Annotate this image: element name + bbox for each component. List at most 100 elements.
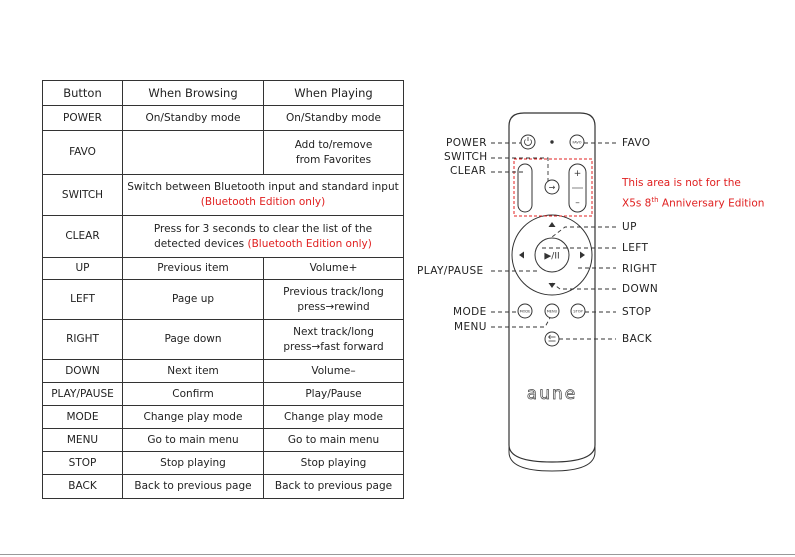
button-function-table: Button When Browsing When Playing POWER … — [42, 80, 404, 499]
leader-up — [551, 226, 616, 238]
table-row: SWITCH Switch between Bluetooth input an… — [42, 174, 404, 216]
cell-playing: Previous track/long press→rewind — [263, 279, 404, 320]
label-menu: MENU — [454, 321, 487, 333]
leader-menu — [491, 317, 551, 328]
cell-button: RIGHT — [42, 319, 123, 360]
label-favo: FAVO — [622, 137, 651, 149]
label-switch: SWITCH — [444, 151, 488, 163]
cell-playing: Volume+ — [263, 257, 404, 280]
right-arrow-icon — [580, 251, 585, 259]
brand-logo: aune — [527, 384, 577, 404]
cell-playing: On/Standby mode — [263, 105, 404, 131]
volume-key — [568, 163, 587, 213]
remote-body — [508, 112, 596, 463]
label-left: LEFT — [622, 242, 649, 254]
cell-playing-text: Previous track/long press→rewind — [283, 285, 384, 313]
arrow-icon: → — [549, 183, 556, 192]
cell-merged-note: (Bluetooth Edition only) — [247, 237, 372, 250]
label-mode: MODE — [453, 306, 487, 318]
header-button: Button — [42, 80, 123, 106]
dpad — [511, 214, 593, 296]
label-back: BACK — [622, 333, 653, 345]
cell-merged-text: Press for 3 seconds to clear the list of… — [153, 222, 373, 250]
table-row: LEFT Page up Previous track/long press→r… — [42, 279, 404, 320]
mode-key-text: MODE — [520, 310, 531, 314]
cell-browsing: Previous item — [122, 257, 264, 280]
cell-playing: Stop playing — [263, 451, 404, 475]
table-row: POWER On/Standby mode On/Standby mode — [42, 105, 404, 131]
cell-button: FAVO — [42, 130, 123, 175]
table-row: BACK Back to previous page Back to previ… — [42, 474, 404, 499]
left-arrow-icon — [519, 251, 524, 259]
switch-key — [544, 179, 560, 195]
table-row: MODE Change play mode Change play mode — [42, 405, 404, 429]
cell-browsing: Back to previous page — [122, 474, 264, 499]
table-row: MENU Go to main menu Go to main menu — [42, 428, 404, 452]
up-arrow-icon — [548, 222, 556, 227]
cell-playing: Add to/remove from Favorites — [263, 130, 404, 175]
edition-note-line1: This area is not for the — [622, 177, 741, 189]
cell-playing-text: Next track/long press→fast forward — [283, 325, 384, 353]
center-key — [534, 237, 570, 273]
cell-playing-text: Add to/remove from Favorites — [294, 138, 373, 166]
stop-key-text: STOP — [573, 310, 582, 314]
led-indicator — [550, 140, 554, 144]
cell-playing: Play/Pause — [263, 382, 404, 406]
back-key — [544, 331, 560, 347]
cell-playing: Change play mode — [263, 405, 404, 429]
table-row: UP Previous item Volume+ — [42, 257, 404, 280]
cell-playing: Go to main menu — [263, 428, 404, 452]
label-clear: CLEAR — [450, 165, 487, 177]
edition-note-sup: th — [651, 196, 659, 204]
switch-clear-key — [517, 163, 533, 213]
leader-down — [551, 282, 616, 290]
cell-playing: Volume– — [263, 359, 404, 383]
cell-merged: Switch between Bluetooth input and stand… — [122, 174, 404, 216]
label-stop: STOP — [622, 306, 652, 318]
edition-note-line2: X5s 8th Anniversary Edition — [622, 192, 764, 213]
favo-key — [569, 134, 585, 150]
table-header-row: Button When Browsing When Playing — [42, 80, 404, 106]
cell-button: BACK — [42, 474, 123, 499]
cell-button: DOWN — [42, 359, 123, 383]
cell-merged-text: Switch between Bluetooth input and stand… — [127, 181, 399, 193]
menu-key — [544, 303, 560, 319]
cell-browsing: Change play mode — [122, 405, 264, 429]
mode-key — [517, 303, 533, 319]
leader-switch — [491, 157, 549, 181]
not-applicable-area — [513, 158, 593, 217]
cell-playing: Back to previous page — [263, 474, 404, 499]
table-row: PLAY/PAUSE Confirm Play/Pause — [42, 382, 404, 406]
stop-key — [570, 303, 586, 319]
favo-key-text: FAVO — [573, 141, 582, 145]
label-down: DOWN — [622, 283, 659, 295]
down-arrow-icon — [548, 283, 556, 288]
label-right: RIGHT — [622, 263, 657, 275]
label-power: POWER — [446, 137, 487, 149]
cell-button: POWER — [42, 105, 123, 131]
cell-browsing — [122, 130, 264, 175]
cell-playing: Next track/long press→fast forward — [263, 319, 404, 360]
cell-merged-note: (Bluetooth Edition only) — [200, 196, 326, 208]
cell-button: SWITCH — [42, 174, 123, 216]
plus-icon: + — [574, 169, 582, 179]
remote-bottom-cap — [508, 445, 596, 472]
header-when-browsing: When Browsing — [122, 80, 264, 106]
edition-note-suffix: Anniversary Edition — [658, 197, 765, 210]
edition-note: This area is not for the X5s 8th Anniver… — [622, 175, 764, 213]
edition-note-prefix: X5s 8 — [622, 197, 652, 210]
power-key — [520, 134, 536, 150]
table-row: STOP Stop playing Stop playing — [42, 451, 404, 475]
label-up: UP — [622, 221, 637, 233]
bottom-rule — [0, 554, 795, 555]
minus-icon: – — [575, 198, 580, 208]
cell-browsing: Page up — [122, 279, 264, 320]
label-play-pause: PLAY/PAUSE — [417, 265, 484, 277]
play-pause-icon: ▶/II — [544, 252, 559, 262]
table-row: DOWN Next item Volume– — [42, 359, 404, 383]
table-row: FAVO Add to/remove from Favorites — [42, 130, 404, 175]
menu-key-text: MENU — [547, 310, 558, 314]
cell-button: PLAY/PAUSE — [42, 382, 123, 406]
cell-browsing: Confirm — [122, 382, 264, 406]
